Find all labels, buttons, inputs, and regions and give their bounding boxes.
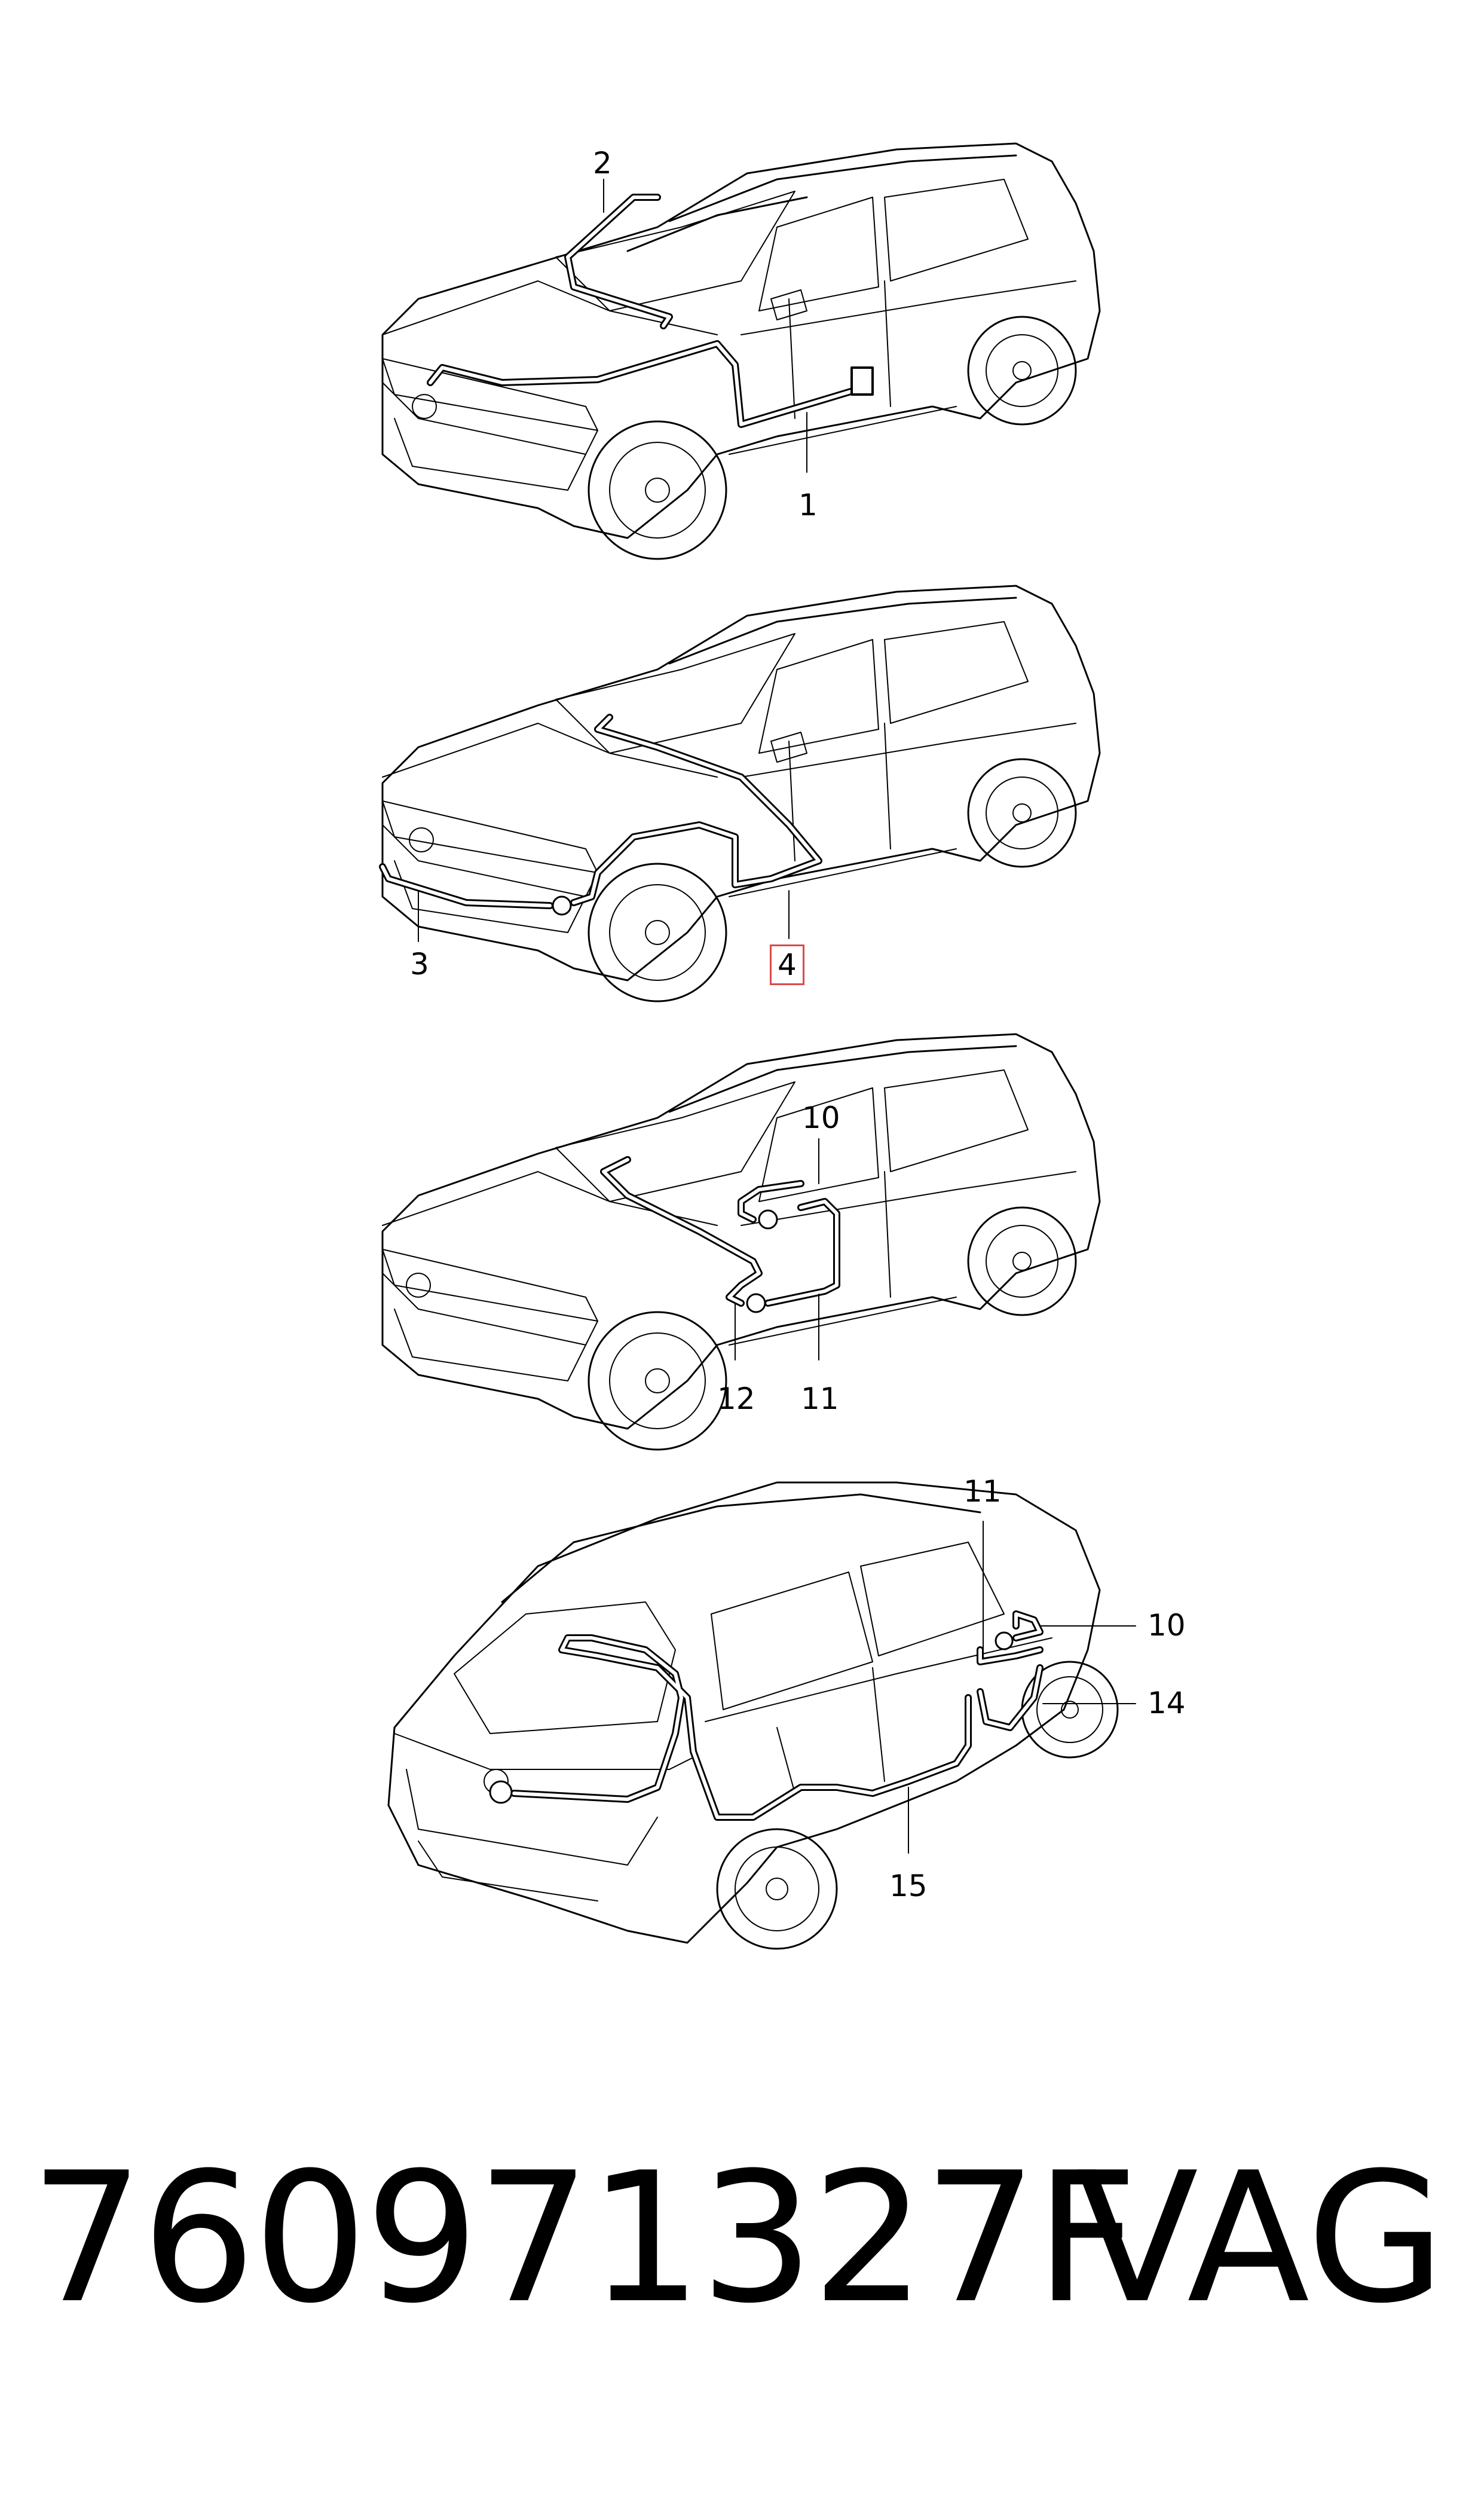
car-front-view-2 [379, 585, 1101, 1002]
callout-label: 11 [963, 1474, 1002, 1509]
car-rear-view-4 [387, 1481, 1136, 1950]
car-front-view-1 [381, 142, 1101, 560]
callout-label-highlighted: 4 [770, 944, 804, 985]
part-number: 760971327F [30, 2134, 1138, 2343]
brand-name: VAG [1076, 2134, 1446, 2343]
callout-label: 2 [593, 146, 612, 181]
callout-label: 12 [717, 1381, 755, 1416]
callout-label: 14 [1148, 1686, 1186, 1720]
callout-label: 10 [802, 1100, 840, 1135]
car-front-view-3 [381, 1033, 1101, 1451]
callout-label: 11 [801, 1381, 839, 1416]
callout-label: 15 [889, 1869, 928, 1903]
callout-label: 1 [798, 488, 818, 522]
callout-label: 10 [1148, 1608, 1186, 1643]
callout-label: 3 [410, 947, 429, 982]
